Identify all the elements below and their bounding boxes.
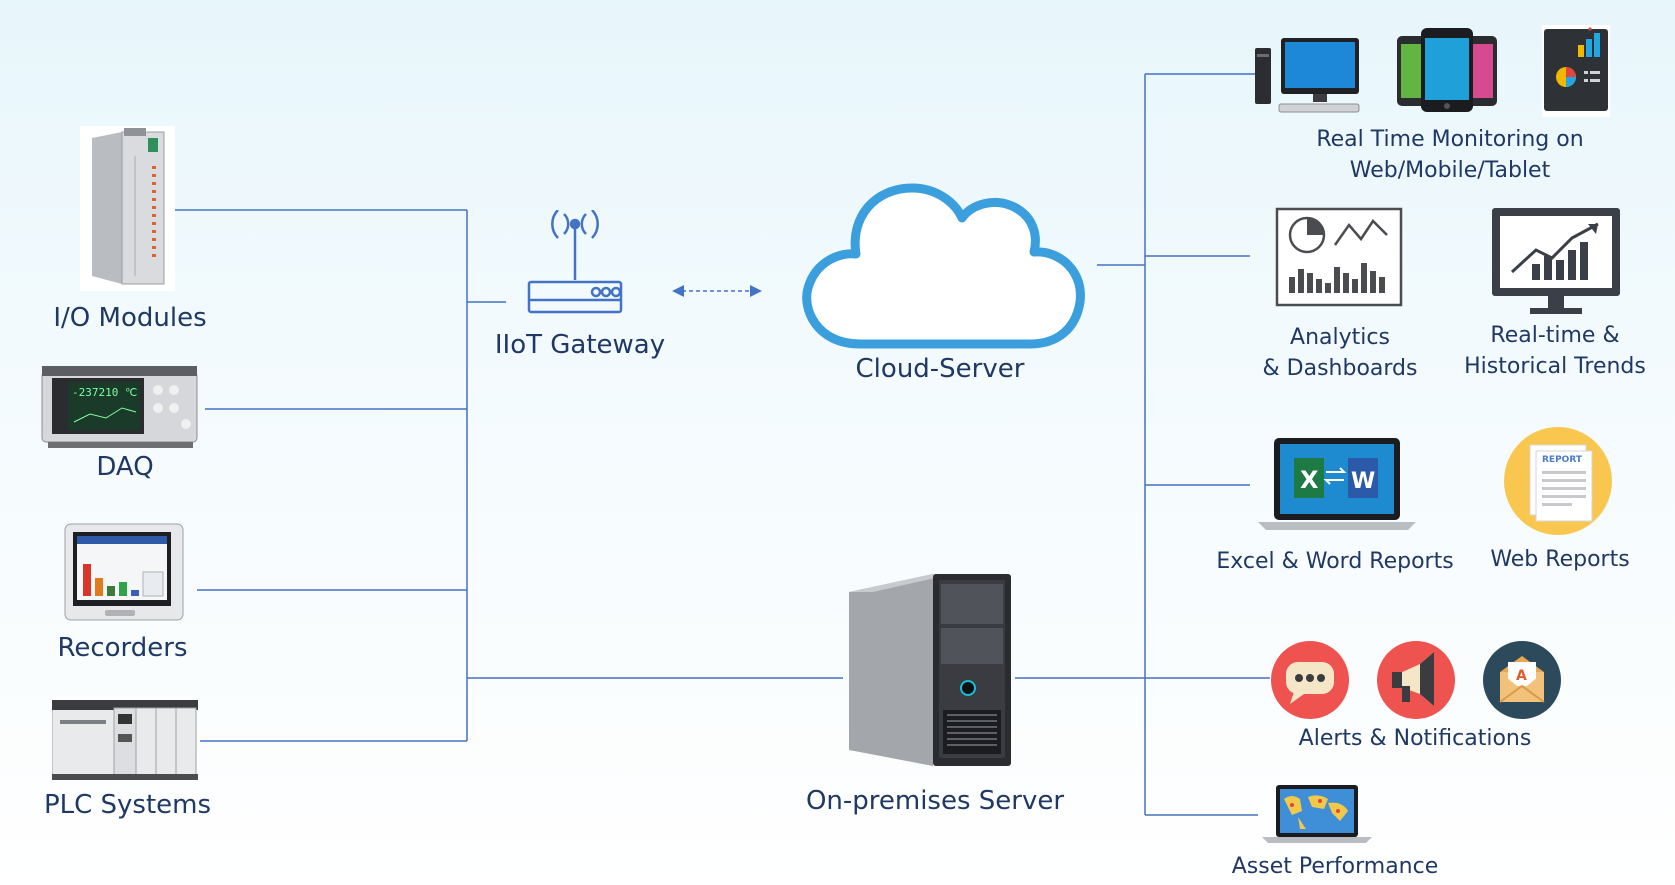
recorder-node xyxy=(63,522,188,622)
chat-node xyxy=(1270,640,1350,720)
trends-node xyxy=(1490,206,1622,318)
report-badge: REPORT xyxy=(1542,455,1583,465)
analytics-icon xyxy=(1275,207,1403,307)
cloud-server-label: Cloud-Server xyxy=(855,354,1025,384)
report-icon: REPORT xyxy=(1504,427,1612,535)
daq-device-icon: -237210 ℃ xyxy=(41,366,198,448)
tablet-icon xyxy=(1542,25,1610,117)
realtime-monitoring-label: Real Time Monitoring on Web/Mobile/Table… xyxy=(1316,127,1584,183)
mail-node: A xyxy=(1482,640,1562,720)
phones-node xyxy=(1395,28,1500,113)
trend-monitor-icon xyxy=(1492,208,1620,314)
analytics-node xyxy=(1275,207,1403,307)
plc-icon xyxy=(51,700,198,780)
smartphones-icon xyxy=(1397,28,1497,112)
on-premises-server-label: On-premises Server xyxy=(805,786,1065,816)
io-module-icon xyxy=(80,126,175,291)
svg-text:W: W xyxy=(1351,469,1375,494)
recorders-label: Recorders xyxy=(57,633,188,663)
web-reports-node: REPORT xyxy=(1502,425,1614,537)
io-modules-label: I/O Modules xyxy=(53,303,207,333)
desktop-node xyxy=(1255,36,1360,114)
plc-node xyxy=(51,700,198,780)
alerts-notifications-label: Alerts & Notifications xyxy=(1298,726,1532,751)
desktop-icon xyxy=(1255,38,1360,113)
server-tower-icon xyxy=(849,574,1011,766)
daq-label: DAQ xyxy=(96,452,154,482)
gateway-node xyxy=(524,209,630,320)
asset-map-laptop-icon xyxy=(1262,785,1372,843)
analytics-dashboards-label: Analytics & Dashboards xyxy=(1262,325,1418,381)
megaphone-node xyxy=(1376,640,1456,720)
email-alert-icon: A xyxy=(1483,641,1561,719)
asset-performance-label: Asset Performance xyxy=(1231,854,1439,879)
tablet-node xyxy=(1542,25,1610,117)
plc-systems-label: PLC Systems xyxy=(43,790,212,820)
svg-text:A: A xyxy=(1516,668,1527,684)
megaphone-icon xyxy=(1377,641,1455,719)
svg-text:X: X xyxy=(1300,466,1319,494)
asset-node xyxy=(1262,785,1372,845)
io-module-node xyxy=(80,126,175,291)
bidirectional-arrow xyxy=(672,285,762,297)
router-icon xyxy=(527,209,623,314)
recorder-icon xyxy=(64,523,184,621)
iiot-gateway-label: IIoT Gateway xyxy=(494,330,666,360)
laptop-office-node: X W xyxy=(1258,436,1416,532)
server-node xyxy=(843,570,1015,770)
cloud-icon xyxy=(802,183,1085,349)
web-reports-label: Web Reports xyxy=(1490,547,1630,572)
daq-node: -237210 ℃ xyxy=(40,362,200,454)
daq-display-text: -237210 ℃ xyxy=(72,386,137,399)
trends-label: Real-time & Historical Trends xyxy=(1464,323,1646,379)
cloud-node xyxy=(798,180,1088,350)
laptop-office-icon: X W xyxy=(1258,438,1416,530)
excel-word-reports-label: Excel & Word Reports xyxy=(1216,549,1454,574)
chat-bubble-icon xyxy=(1271,641,1349,719)
